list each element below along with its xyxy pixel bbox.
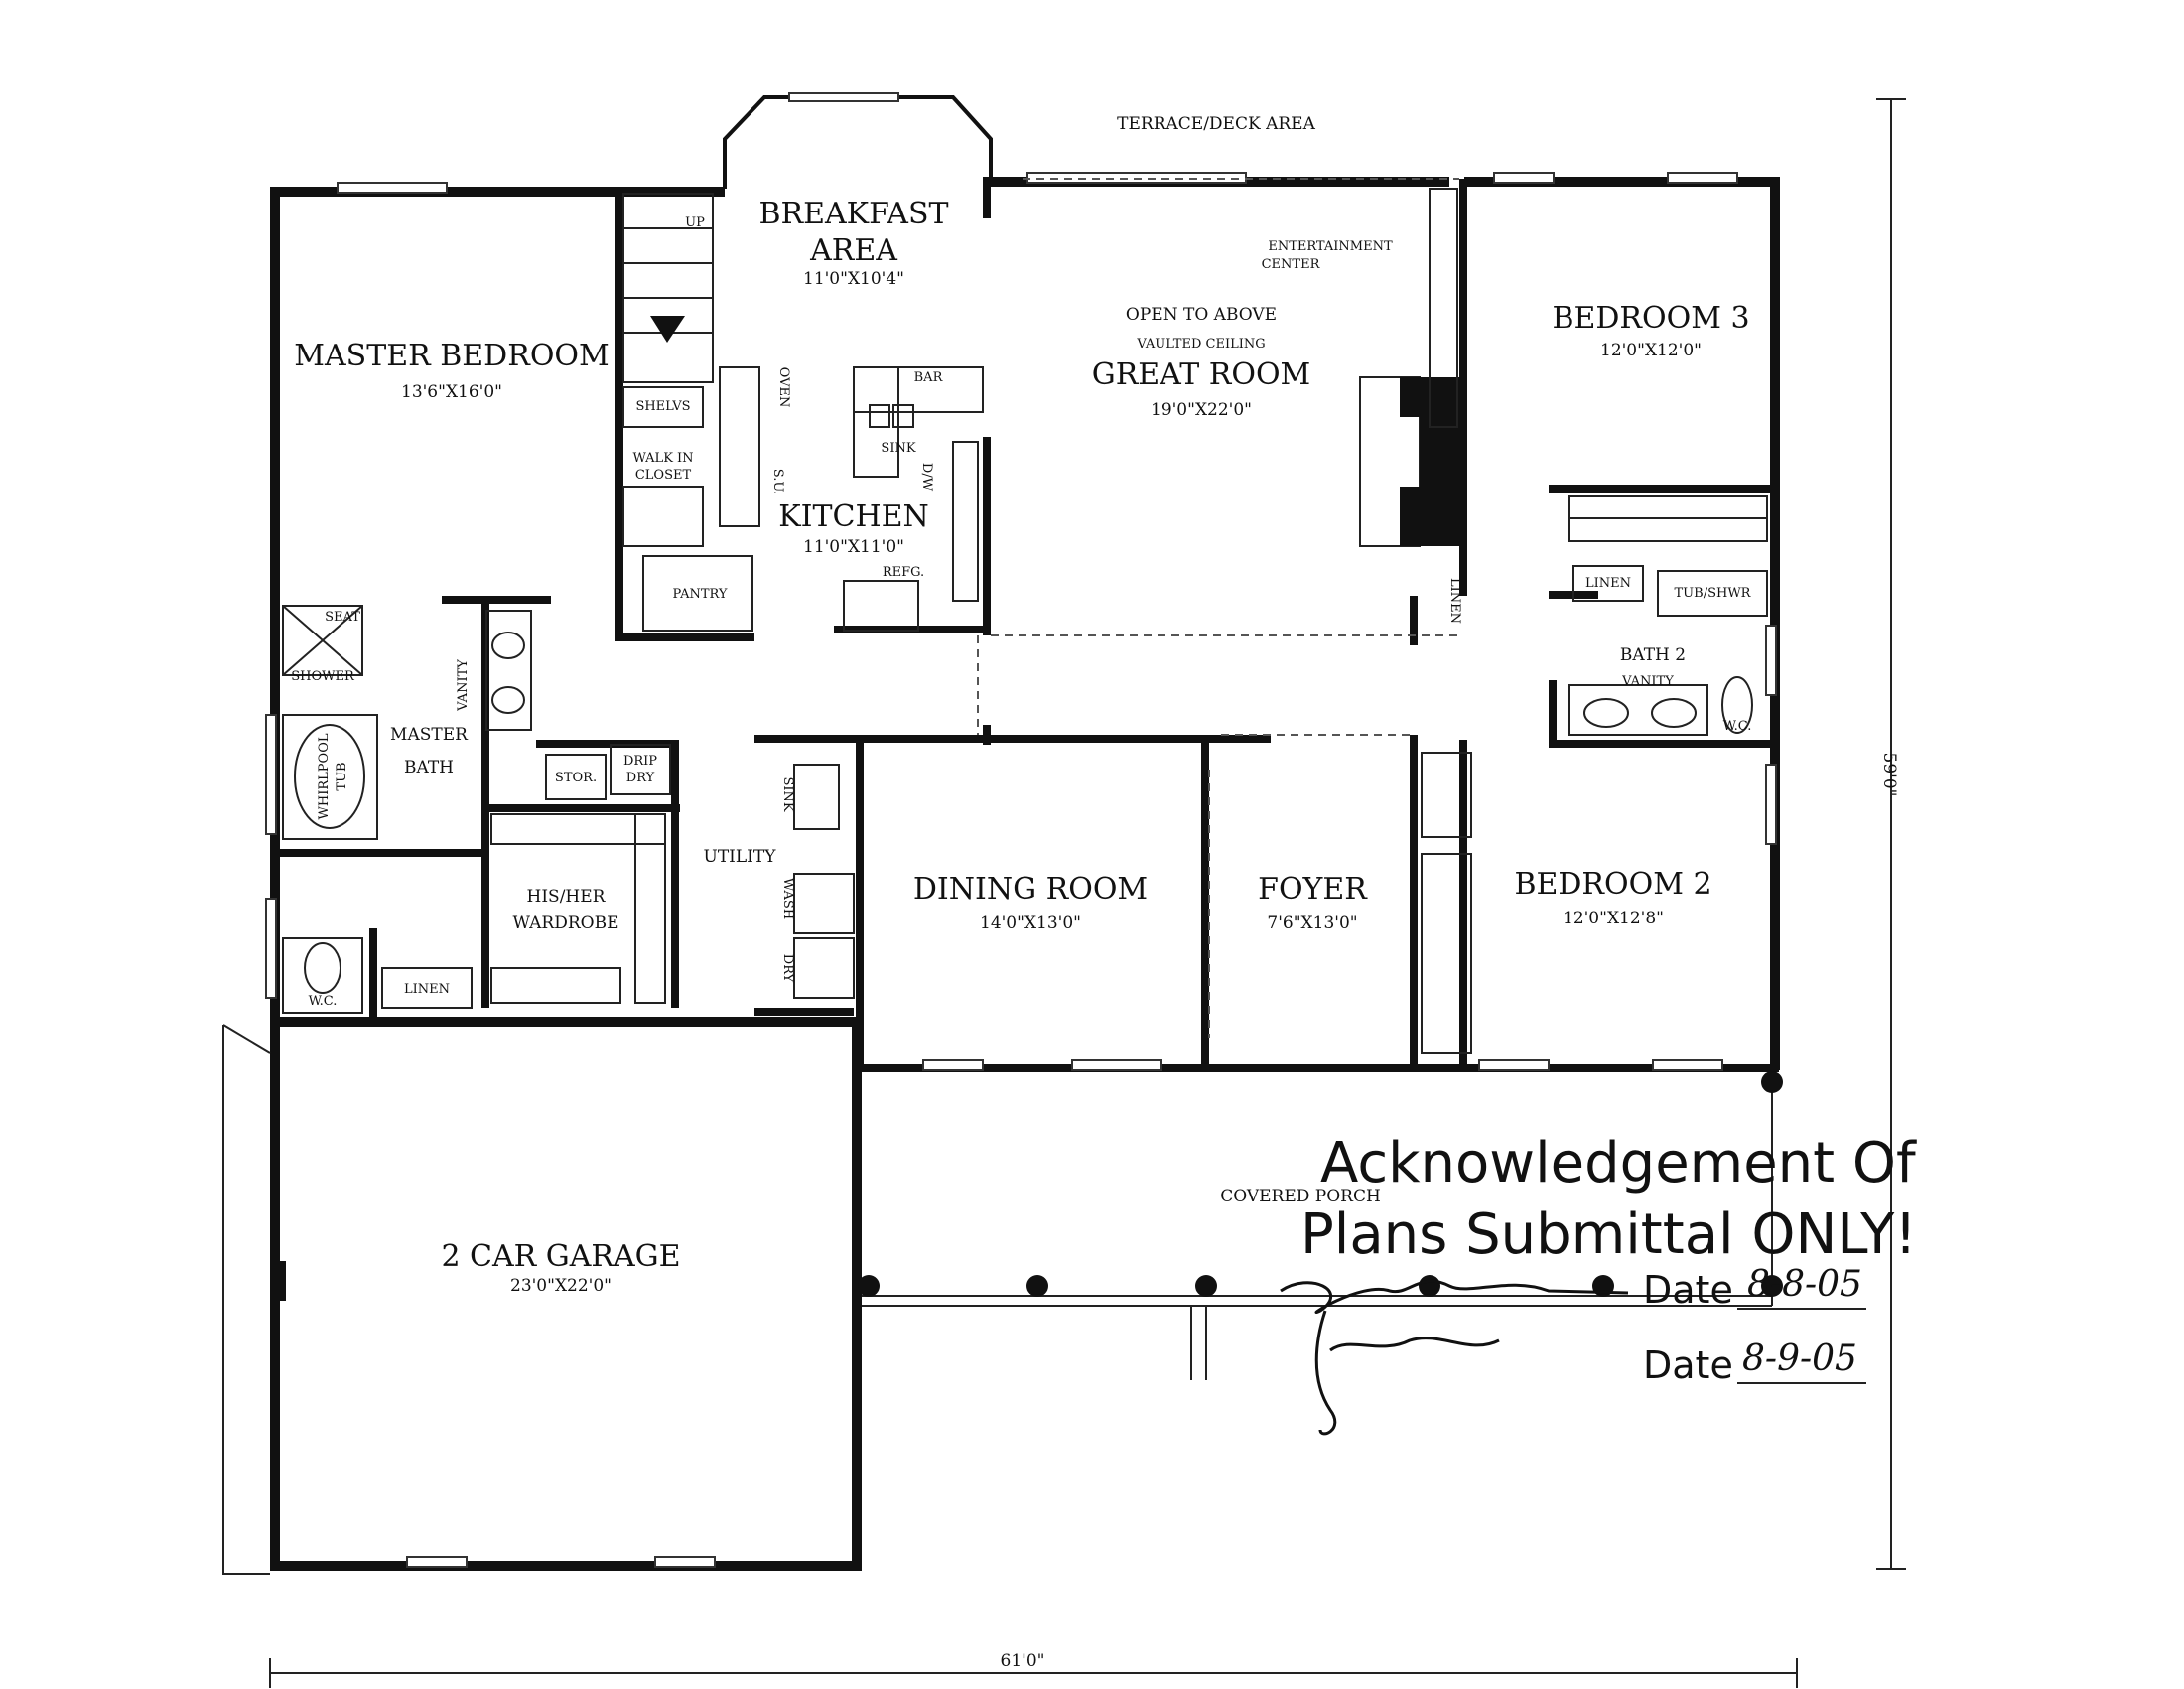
stairs-up-label: UP	[685, 215, 705, 230]
garage-dim: 23'0"X22'0"	[510, 1276, 612, 1296]
garage-name: 2 CAR GARAGE	[441, 1239, 680, 1274]
wc-bath2-label: W.C.	[1723, 719, 1752, 734]
breakfast-bay	[723, 92, 993, 189]
pantry-label: PANTRY	[673, 587, 728, 602]
stamp-date-label-1: Date	[1643, 1268, 1733, 1312]
great-room-note-1: OPEN TO ABOVE	[1126, 305, 1277, 325]
whirlpool-label-1: WHIRLPOOL	[317, 733, 332, 819]
wc-master-label: W.C.	[309, 994, 338, 1009]
fixtures	[278, 188, 1768, 1301]
master-bath-name-2: BATH	[404, 758, 454, 777]
shower-label: SHOWER	[291, 669, 355, 684]
porch-post	[1761, 1275, 1783, 1297]
openings	[977, 178, 1459, 1038]
dimension-lines	[269, 98, 1906, 1688]
dining-room-dim: 14'0"X13'0"	[980, 914, 1081, 933]
seat-label: SEAT	[325, 610, 360, 625]
oven-label: OVEN	[776, 367, 791, 408]
bedroom-3-name: BEDROOM 3	[1552, 301, 1749, 336]
porch-post	[1761, 1071, 1783, 1093]
porch-post	[1195, 1275, 1217, 1297]
stamp-line-1: Acknowledgement Of	[1320, 1131, 1917, 1196]
overall-depth: 59'0"	[1879, 753, 1899, 797]
su-label: S.U.	[770, 469, 785, 494]
tub-shower-label: TUB/SHWR	[1675, 586, 1752, 601]
acknowledgement-stamp: Acknowledgement Of Plans Submittal ONLY!…	[1280, 1131, 1917, 1436]
great-room-name: GREAT ROOM	[1092, 357, 1311, 392]
foyer-name: FOYER	[1258, 872, 1368, 907]
drip-label-1: DRIP	[623, 754, 657, 769]
whirlpool-label-2: TUB	[335, 762, 349, 790]
wardrobe-name-1: HIS/HER	[527, 887, 607, 907]
stamp-date-label-2: Date	[1643, 1343, 1733, 1387]
stamp-date-value-1: 8-8-05	[1747, 1264, 1862, 1305]
walk-in-label-2: CLOSET	[635, 468, 692, 483]
dw-label: D/W	[919, 463, 934, 492]
master-bedroom-dim: 13'6"X16'0"	[401, 382, 502, 402]
terrace-label: TERRACE/DECK AREA	[1117, 114, 1315, 134]
master-bath-name-1: MASTER	[390, 725, 469, 745]
linen-bath2-label: LINEN	[1585, 576, 1631, 591]
bedroom-2-dim: 12'0"X12'8"	[1563, 909, 1664, 928]
utility-sink-label: SINK	[780, 776, 795, 811]
breakfast-name-1: BREAKFAST	[758, 197, 948, 231]
bath-2-name: BATH 2	[1620, 645, 1686, 665]
drip-label-2: DRY	[626, 771, 655, 785]
dry-label: DRY	[780, 954, 795, 983]
utility-name: UTILITY	[704, 847, 777, 867]
shelves-label: SHELVS	[635, 399, 690, 414]
bedroom-3-dim: 12'0"X12'0"	[1600, 341, 1702, 360]
kitchen-name: KITCHEN	[778, 499, 929, 534]
interior-walls	[369, 179, 1777, 1067]
wardrobe-name-2: WARDROBE	[513, 914, 619, 933]
walk-in-label-1: WALK IN	[632, 451, 693, 466]
signature-1	[1280, 1279, 1629, 1315]
breakfast-dim: 11'0"X10'4"	[803, 269, 904, 289]
entertainment-label-1: ENTERTAINMENT	[1268, 239, 1393, 254]
bedroom-2-name: BEDROOM 2	[1514, 867, 1711, 902]
great-room-dim: 19'0"X22'0"	[1151, 400, 1252, 420]
entertainment-label-2: CENTER	[1262, 257, 1321, 272]
dining-room-name: DINING ROOM	[913, 872, 1148, 907]
great-room-note-2: VAULTED CEILING	[1136, 337, 1265, 352]
overall-width: 61'0"	[1001, 1651, 1045, 1671]
porch-post	[1026, 1275, 1048, 1297]
foyer-dim: 7'6"X13'0"	[1267, 914, 1357, 933]
bath-2-vanity: VANITY	[1621, 674, 1674, 689]
kitchen-dim: 11'0"X11'0"	[803, 537, 904, 557]
linen-label: LINEN	[1447, 578, 1462, 624]
master-bath-vanity: VANITY	[456, 659, 471, 712]
stor-label: STOR.	[555, 771, 597, 785]
sink-label: SINK	[881, 441, 915, 456]
covered-porch-label: COVERED PORCH	[1220, 1187, 1381, 1206]
wash-label: WASH	[780, 878, 795, 919]
breakfast-name-2: AREA	[809, 233, 897, 268]
bar-label: BAR	[914, 370, 944, 385]
porch-post	[1419, 1275, 1440, 1297]
signature-2	[1314, 1310, 1500, 1436]
stamp-line-2: Plans Submittal ONLY!	[1300, 1202, 1917, 1267]
porch-post	[858, 1275, 880, 1297]
master-bedroom-name: MASTER BEDROOM	[294, 339, 609, 373]
stamp-date-value-2: 8-9-05	[1742, 1338, 1857, 1379]
linen-master-label: LINEN	[404, 982, 450, 997]
refg-label: REFG.	[883, 565, 924, 580]
